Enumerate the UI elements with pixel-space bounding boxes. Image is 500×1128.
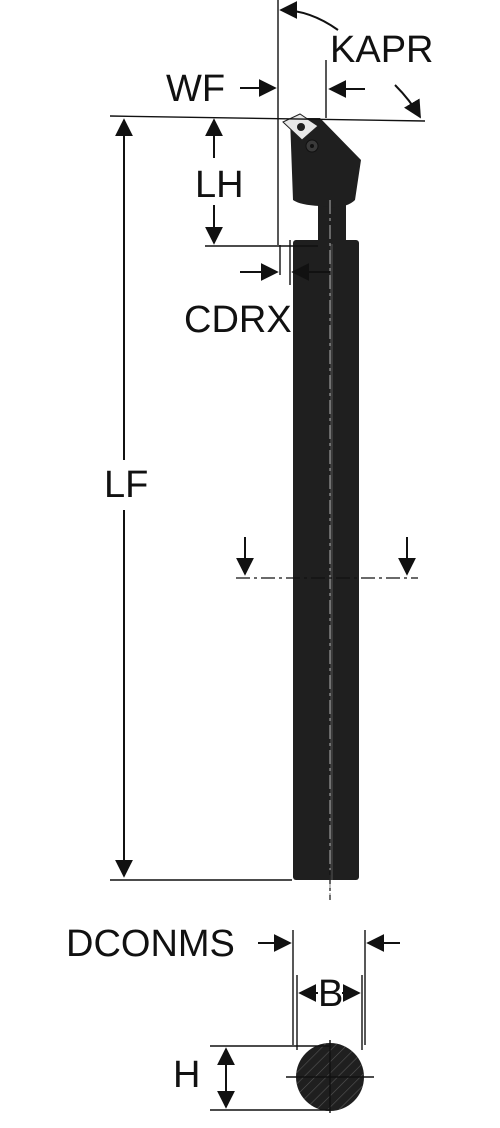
tool-head bbox=[282, 113, 361, 208]
boring-bar-shank bbox=[293, 200, 359, 880]
cdrx-dimension: CDRX bbox=[184, 263, 330, 341]
wf-label: WF bbox=[166, 68, 225, 110]
b-label: B bbox=[318, 973, 343, 1015]
kapr-dimension: KAPR bbox=[279, 1, 433, 119]
b-dimension: B bbox=[296, 973, 363, 1050]
kapr-arc-top bbox=[279, 1, 339, 31]
h-dimension: H bbox=[173, 1047, 235, 1109]
neck bbox=[318, 200, 346, 244]
shank-body bbox=[293, 240, 359, 880]
wf-dimension: WF bbox=[166, 68, 277, 110]
shank-cross-section bbox=[210, 1040, 374, 1113]
lf-dimension: LF bbox=[104, 118, 148, 878]
top-reference-line bbox=[109, 115, 426, 122]
lh-label: LH bbox=[195, 164, 244, 206]
kapr-label: KAPR bbox=[330, 29, 433, 71]
lf-label: LF bbox=[104, 464, 148, 506]
shank-highlight bbox=[330, 240, 333, 880]
cdrx-label: CDRX bbox=[184, 299, 292, 341]
h-label: H bbox=[173, 1054, 200, 1096]
dconms-label: DCONMS bbox=[66, 923, 235, 965]
section-cut bbox=[236, 537, 418, 579]
lh-dimension: LH bbox=[195, 118, 244, 245]
clamp-screw-center bbox=[310, 144, 314, 148]
kapr-arc-bottom bbox=[394, 84, 421, 119]
head-body bbox=[290, 118, 361, 208]
insert-screw bbox=[297, 123, 305, 131]
dconms-dimension: DCONMS bbox=[66, 923, 400, 1045]
